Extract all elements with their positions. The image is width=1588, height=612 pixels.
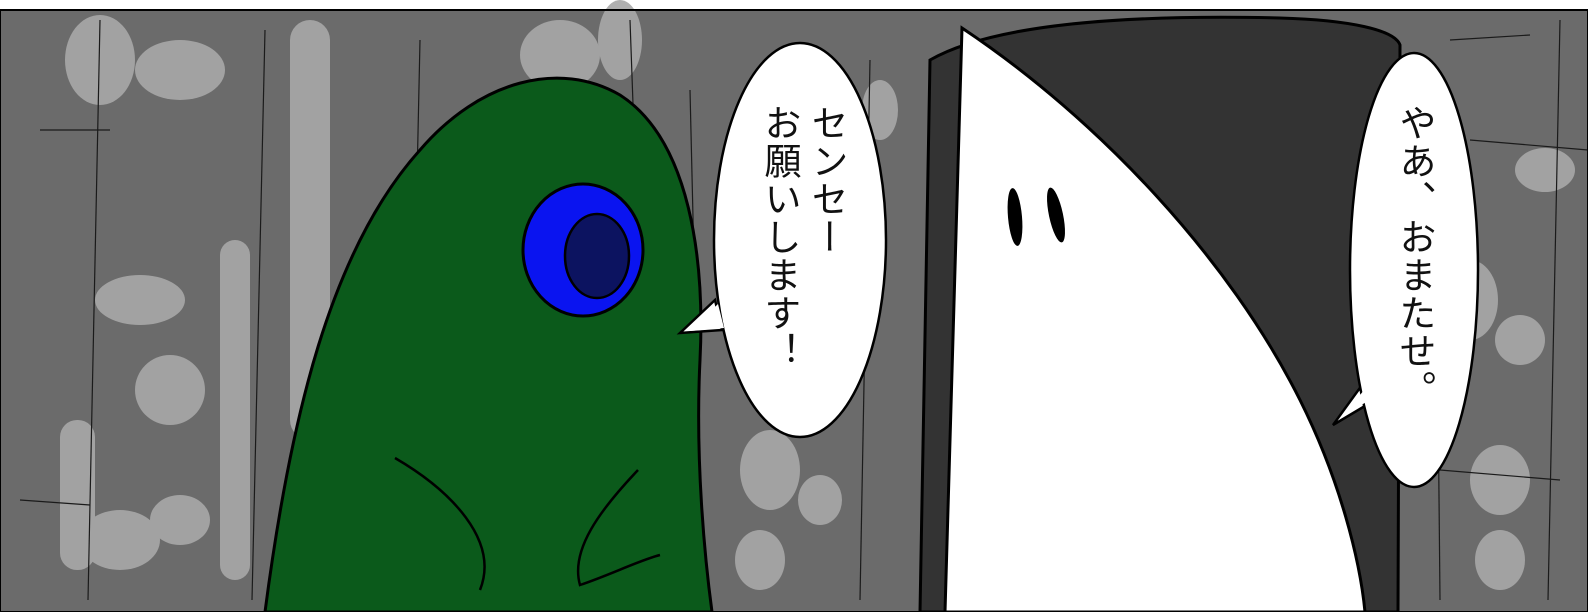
speech-line: お願いします！ — [758, 104, 801, 370]
speech-line: センセー — [805, 104, 848, 256]
panel-border — [0, 9, 1588, 612]
speech-line: やあ、おまたせ。 — [1393, 104, 1436, 408]
green-creature-icon — [263, 76, 714, 612]
speech-text-right: やあ、おまたせ。 — [1391, 104, 1438, 464]
speech-bubble-left — [676, 41, 888, 439]
white-ghost-icon — [918, 15, 1402, 612]
speech-text-left: センセー お願いします！ — [756, 104, 850, 414]
speech-bubble-right — [1331, 51, 1480, 489]
